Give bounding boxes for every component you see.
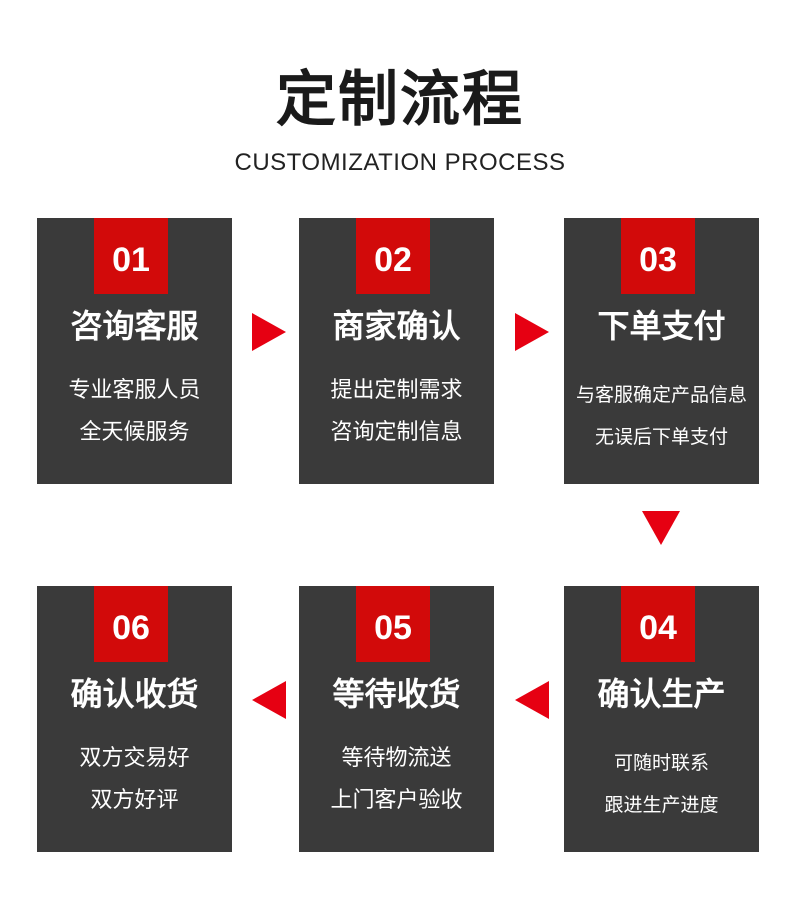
step-description-line: 双方交易好 (79, 746, 190, 771)
step-description-line: 提出定制需求 (330, 378, 463, 403)
step-description-line: 咨询定制信息 (330, 420, 463, 445)
step-description-line: 专业客服人员 (68, 378, 201, 403)
step-description-line: 等待物流送 (341, 746, 452, 771)
step-title: 确认生产 (597, 675, 726, 713)
arrow-left-icon (515, 681, 549, 719)
arrow-left-icon (252, 681, 286, 719)
step-description-line: 双方好评 (90, 788, 179, 813)
arrow-right-icon (515, 313, 549, 351)
step-title: 等待收货 (332, 675, 461, 713)
step-title: 咨询客服 (70, 307, 199, 345)
step-card-02: 02 商家确认 提出定制需求 咨询定制信息 (299, 218, 494, 484)
step-description-line: 全天候服务 (79, 420, 190, 445)
step-number-badge: 06 (94, 586, 168, 662)
arrow-right-icon (252, 313, 286, 351)
step-description-line: 跟进生产进度 (604, 794, 719, 816)
step-title: 确认收货 (70, 675, 199, 713)
step-card-06: 06 确认收货 双方交易好 双方好评 (37, 586, 232, 852)
step-card-05: 05 等待收货 等待物流送 上门客户验收 (299, 586, 494, 852)
step-number-badge: 03 (621, 218, 695, 294)
page-subtitle: CUSTOMIZATION PROCESS (234, 149, 566, 176)
step-title: 商家确认 (332, 307, 461, 345)
step-number-badge: 05 (356, 586, 430, 662)
step-description-line: 无误后下单支付 (594, 426, 728, 448)
step-number-badge: 01 (94, 218, 168, 294)
page-title: 定制流程 (276, 65, 524, 135)
step-card-04: 04 确认生产 可随时联系 跟进生产进度 (564, 586, 759, 852)
step-card-01: 01 咨询客服 专业客服人员 全天候服务 (37, 218, 232, 484)
step-title: 下单支付 (597, 307, 726, 345)
step-number-badge: 02 (356, 218, 430, 294)
arrow-down-icon (642, 511, 680, 545)
step-description-line: 上门客户验收 (330, 788, 463, 813)
step-card-03: 03 下单支付 与客服确定产品信息 无误后下单支付 (564, 218, 759, 484)
step-description-line: 可随时联系 (613, 752, 709, 774)
step-number-badge: 04 (621, 586, 695, 662)
step-description-line: 与客服确定产品信息 (575, 384, 747, 406)
